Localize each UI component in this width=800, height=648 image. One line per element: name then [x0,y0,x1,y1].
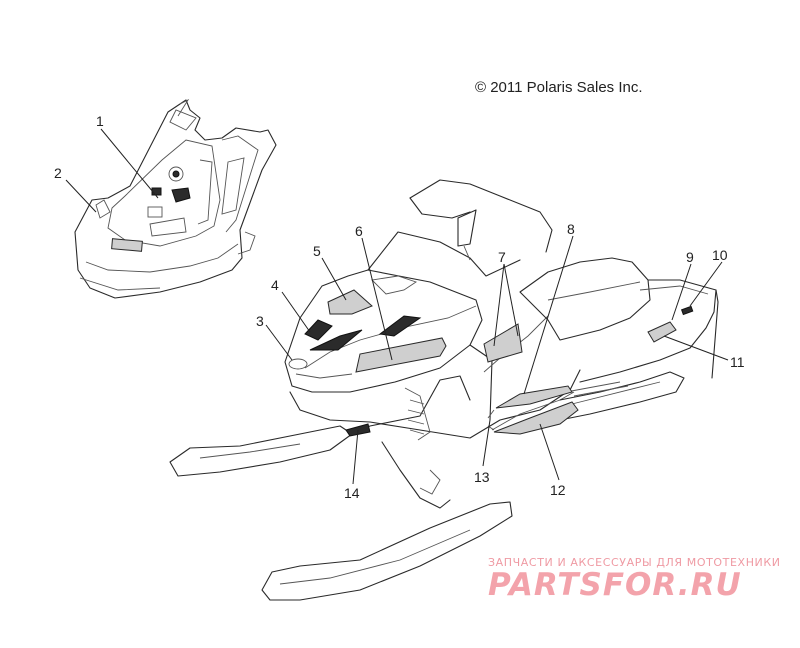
snowmobile-drawing [169,179,719,601]
dash-panel-drawing [74,98,277,299]
callout-8: 8 [567,221,575,237]
callout-5: 5 [313,243,321,259]
callout-6: 6 [355,223,363,239]
callout-12: 12 [550,482,566,498]
callout-3: 3 [256,313,264,329]
callout-13: 13 [474,469,490,485]
callout-7: 7 [498,249,506,265]
copyright-text: © 2011 Polaris Sales Inc. [475,79,643,96]
decals [304,275,694,437]
callout-2: 2 [54,165,62,181]
callout-14: 14 [344,485,360,501]
callout-9: 9 [686,249,694,265]
watermark-logo: PARTSFOR.RU [488,567,742,603]
callout-10: 10 [712,247,728,263]
watermark-tagline: ЗАПЧАСТИ И АКСЕССУАРЫ ДЛЯ МОТОТЕХНИКИ [488,556,781,569]
callout-11: 11 [730,354,745,370]
watermark: ЗАПЧАСТИ И АКСЕССУАРЫ ДЛЯ МОТОТЕХНИКИ PA… [488,556,781,603]
leader-lines [65,128,729,485]
callout-1: 1 [96,113,104,129]
callout-4: 4 [271,277,279,293]
callout-numbers: 1 2 3 4 5 6 7 8 9 10 11 12 13 14 [54,113,745,501]
